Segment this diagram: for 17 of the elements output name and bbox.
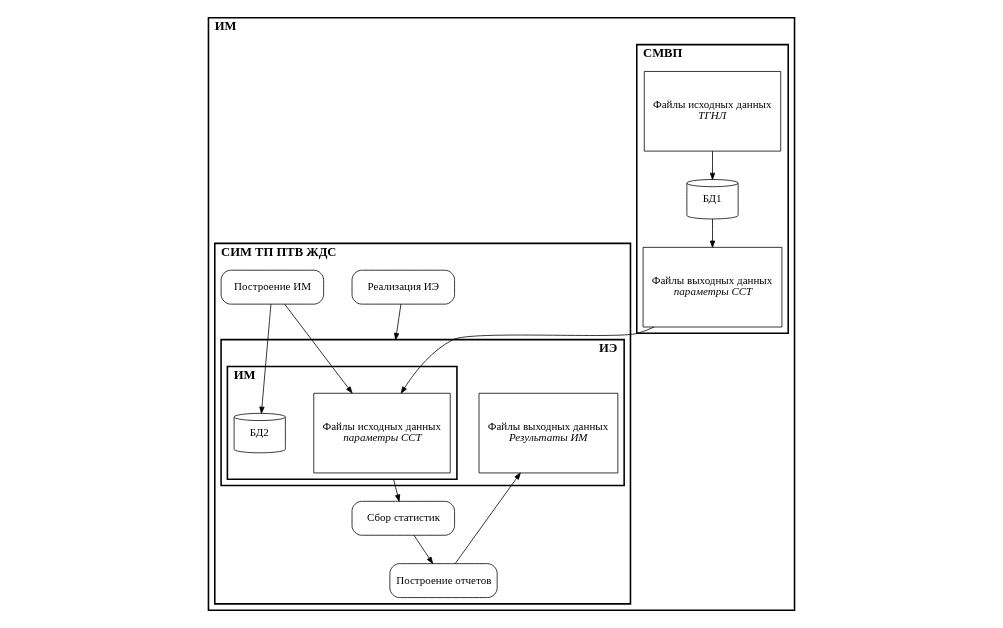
node-box: Файлы исходных данных ТГНЛ xyxy=(643,71,782,152)
arrow xyxy=(393,478,401,502)
arrow xyxy=(259,303,272,414)
node-box: Построение отчетов xyxy=(389,563,498,598)
node-box: Сбор статистик xyxy=(351,500,455,536)
arrow xyxy=(400,326,655,394)
node-box: Реализация ИЭ xyxy=(351,269,455,305)
arrow xyxy=(709,150,716,180)
arrow xyxy=(284,303,353,394)
arrow xyxy=(394,303,402,341)
arrow xyxy=(454,472,521,564)
arrow xyxy=(413,534,434,564)
node-box: Файлы выходных данных Результаты ИМ xyxy=(478,392,619,474)
node-box: Построение ИМ xyxy=(220,269,325,305)
arrow xyxy=(709,218,716,248)
node-box: Файлы исходных данных параметры ССТ xyxy=(313,392,451,474)
node-box: Файлы выходных данных параметры ССТ xyxy=(642,246,783,328)
